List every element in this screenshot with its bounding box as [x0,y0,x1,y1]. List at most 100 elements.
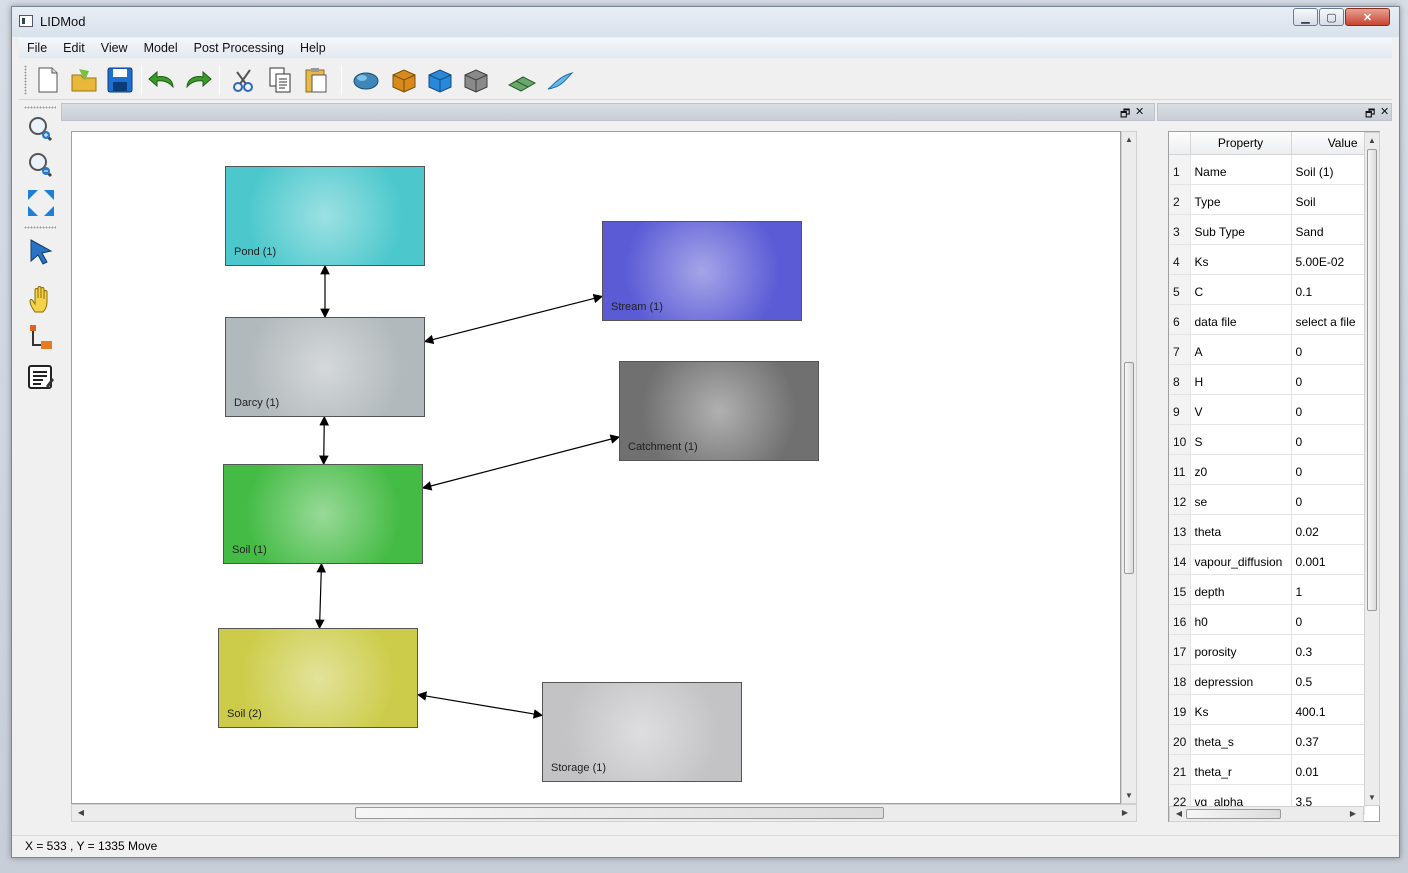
property-value[interactable]: 0 [1291,364,1365,395]
link-darcy-soil1[interactable] [318,415,330,466]
pan-hand-icon[interactable] [24,282,58,316]
open-folder-icon[interactable] [69,65,99,95]
property-value[interactable]: 0.1 [1291,274,1365,305]
pointer-icon[interactable] [24,234,58,268]
redo-icon[interactable] [183,65,213,95]
link-darcy-stream[interactable] [423,293,604,345]
menu-model[interactable]: Model [143,41,178,55]
property-value[interactable]: 0 [1291,604,1365,635]
header-value[interactable]: Value [1291,132,1365,155]
toolbar-grip[interactable] [24,65,27,95]
property-value[interactable]: 0 [1291,484,1365,515]
link-soil1-catchment[interactable] [421,434,621,491]
new-file-icon[interactable] [33,65,63,95]
property-value[interactable]: 0.3 [1291,634,1365,665]
canvas-hscroll-thumb[interactable] [355,807,884,819]
diagram-canvas[interactable]: Pond (1) Stream (1) Darcy (1) Catchment (1)… [71,131,1121,804]
menu-help[interactable]: Help [299,41,326,55]
save-icon[interactable] [105,65,135,95]
grid-icon[interactable] [507,65,537,95]
property-value[interactable]: 5.00E-02 [1291,244,1365,275]
zoom-in-icon[interactable] [24,112,58,146]
property-value[interactable]: 0.5 [1291,664,1365,695]
zoom-fit-icon[interactable] [24,186,58,220]
zoom-out-icon[interactable] [24,148,58,182]
block-gray-icon[interactable] [461,65,491,95]
header-property[interactable]: Property [1190,132,1292,155]
scroll-right-icon[interactable]: ▶ [1121,808,1129,817]
property-value[interactable]: 400.1 [1291,694,1365,725]
properties-close-icon[interactable]: ✕ [1380,106,1390,118]
property-value[interactable]: 0.02 [1291,514,1365,545]
menu-file[interactable]: File [27,41,48,55]
properties-restore-icon[interactable]: 🗗 [1365,108,1376,120]
block-soil1[interactable]: Soil (1) [223,464,423,564]
link-soil2-storage[interactable] [416,691,544,719]
undo-icon[interactable] [147,65,177,95]
property-value[interactable]: 0.01 [1291,754,1365,785]
property-value[interactable]: select a file [1291,304,1365,335]
connector-icon[interactable] [24,320,58,354]
run-model-icon[interactable] [351,65,381,95]
dock-close-icon[interactable]: ✕ [1135,106,1145,118]
dock-restore-icon[interactable]: 🗗 [1120,108,1131,120]
prop-scroll-left-icon[interactable]: ◀ [1175,809,1183,818]
property-value[interactable]: 0 [1291,424,1365,455]
scroll-up-icon[interactable]: ▲ [1125,135,1133,144]
canvas-vscroll-thumb[interactable] [1124,362,1134,574]
scroll-left-icon[interactable]: ◀ [77,808,85,817]
block-blue-icon[interactable] [425,65,455,95]
block-stream[interactable]: Stream (1) [602,221,802,321]
prop-scroll-down-icon[interactable]: ▼ [1368,793,1376,802]
block-soil2[interactable]: Soil (2) [218,628,418,728]
block-pond[interactable]: Pond (1) [225,166,425,266]
prop-scroll-up-icon[interactable]: ▲ [1368,136,1376,145]
minimize-button[interactable]: ▁ [1293,8,1318,26]
property-value[interactable]: 0 [1291,334,1365,365]
block-darcy[interactable]: Darcy (1) [225,317,425,417]
menu-post-processing[interactable]: Post Processing [193,41,284,55]
maximize-button[interactable]: ▢ [1319,8,1344,26]
canvas-vertical-scrollbar[interactable]: ▲ ▼ [1121,131,1137,804]
copy-icon[interactable] [265,65,295,95]
property-value[interactable]: Soil [1291,184,1365,215]
block-catchment[interactable]: Catchment (1) [619,361,819,461]
block-orange-icon[interactable] [389,65,419,95]
property-value[interactable]: 1 [1291,574,1365,605]
property-value[interactable]: Soil (1) [1291,154,1365,185]
property-value[interactable]: Sand [1291,214,1365,245]
properties-hscroll-thumb[interactable] [1186,809,1281,819]
scroll-down-icon[interactable]: ▼ [1125,791,1133,800]
prop-scroll-right-icon[interactable]: ▶ [1349,809,1357,818]
property-value[interactable]: 0 [1291,454,1365,485]
link-soil1-soil2[interactable] [314,562,327,630]
properties-horizontal-scrollbar[interactable]: ◀ ▶ [1169,806,1364,822]
cut-icon[interactable] [229,65,259,95]
properties-vertical-scrollbar[interactable]: ▲ ▼ [1364,132,1380,806]
property-value[interactable]: 0.001 [1291,544,1365,575]
menu-view[interactable]: View [100,41,128,55]
close-button[interactable]: ✕ [1345,8,1390,26]
paste-icon[interactable] [301,65,331,95]
canvas-horizontal-scrollbar[interactable]: ◀ ▶ [71,804,1137,822]
